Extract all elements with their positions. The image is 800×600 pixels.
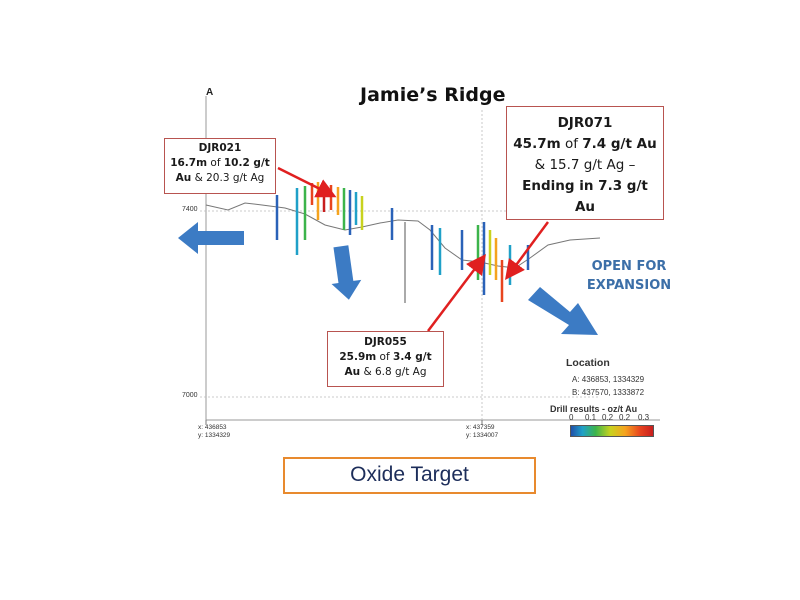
- callout-djr071-ending: Ending in 7.3 g/t: [522, 178, 648, 194]
- legend-title: Location: [566, 357, 610, 369]
- left-coord: x: 436853 y: 1334329: [198, 424, 230, 440]
- elev-bottom-label: 7000: [182, 392, 198, 399]
- mid-coord-x: x: 437359: [466, 424, 495, 431]
- expansion-line-2: EXPANSION: [586, 278, 672, 293]
- callout-djr021-grade: 10.2 g/t: [223, 157, 270, 169]
- callout-djr071-id: DJR071: [557, 115, 613, 131]
- open-for-expansion-label: OPEN FOR EXPANSION: [574, 257, 684, 295]
- callout-djr055-id: DJR055: [364, 336, 407, 348]
- callout-djr071-ending-au: Au: [574, 199, 596, 215]
- callout-djr055-ag: & 6.8 g/t Ag: [363, 366, 427, 378]
- pointer-djr021: [277, 166, 337, 198]
- expansion-line-1: OPEN FOR: [591, 259, 667, 274]
- callout-djr055-grade: 3.4 g/t: [393, 351, 432, 363]
- callout-djr021-length: 16.7m: [170, 157, 208, 169]
- legend-scale-title: Drill results - oz/t Au: [550, 404, 638, 414]
- callout-djr055-length: 25.9m: [339, 351, 377, 363]
- legend-location-a: A: 436853, 1334329: [572, 375, 645, 384]
- colorbar-tick: 0: [569, 413, 574, 422]
- elev-top-label: 7400: [182, 206, 198, 213]
- drill-holes-left: [275, 182, 394, 255]
- pointer-djr071: [505, 221, 550, 281]
- legend-location-b: B: 437570, 1333872: [572, 388, 645, 397]
- left-coord-x: x: 436853: [198, 424, 227, 431]
- colorbar-tick: 0.2: [602, 413, 614, 422]
- block-arrow-icon-down: [331, 245, 362, 300]
- section-label: A: [206, 87, 214, 98]
- callout-djr055-au: Au: [344, 366, 361, 378]
- block-arrow-icon-right: [528, 287, 598, 335]
- colorbar-tick: 0.1: [585, 413, 597, 422]
- callout-djr071: DJR071 45.7m of 7.4 g/t Au & 15.7 g/t Ag…: [506, 106, 664, 220]
- colorbar-tick: 0.2: [619, 413, 631, 422]
- section-title: Jamie’s Ridge: [360, 84, 506, 106]
- callout-djr055-of: of: [379, 351, 390, 363]
- callout-djr021-id: DJR021: [198, 142, 242, 154]
- oxide-target-box: Oxide Target: [283, 457, 536, 494]
- callout-djr071-of: of: [564, 136, 578, 152]
- callout-djr055: DJR055 25.9m of 3.4 g/t Au & 6.8 g/t Ag: [327, 331, 444, 387]
- callout-djr071-grade: 7.4 g/t Au: [582, 136, 657, 152]
- drill-holes-right: [404, 222, 530, 303]
- drill-results-colorbar: [570, 425, 654, 437]
- block-arrow-icon-left: [178, 222, 244, 254]
- callout-djr021-of: of: [210, 157, 221, 169]
- mid-coord-y: y: 1334007: [466, 432, 499, 439]
- callout-djr021-ag: & 20.3 g/t Ag: [194, 172, 265, 184]
- mid-coord: x: 437359 y: 1334007: [466, 424, 498, 440]
- left-coord-y: y: 1334329: [198, 432, 231, 439]
- pointer-djr055: [427, 254, 487, 332]
- callout-djr071-ag: & 15.7 g/t Ag –: [534, 157, 636, 173]
- callout-djr071-length: 45.7m: [513, 136, 561, 152]
- callout-djr021-au: Au: [175, 172, 192, 184]
- callout-djr021: DJR021 16.7m of 10.2 g/t Au & 20.3 g/t A…: [164, 138, 276, 194]
- colorbar-tick: 0.3: [638, 413, 650, 422]
